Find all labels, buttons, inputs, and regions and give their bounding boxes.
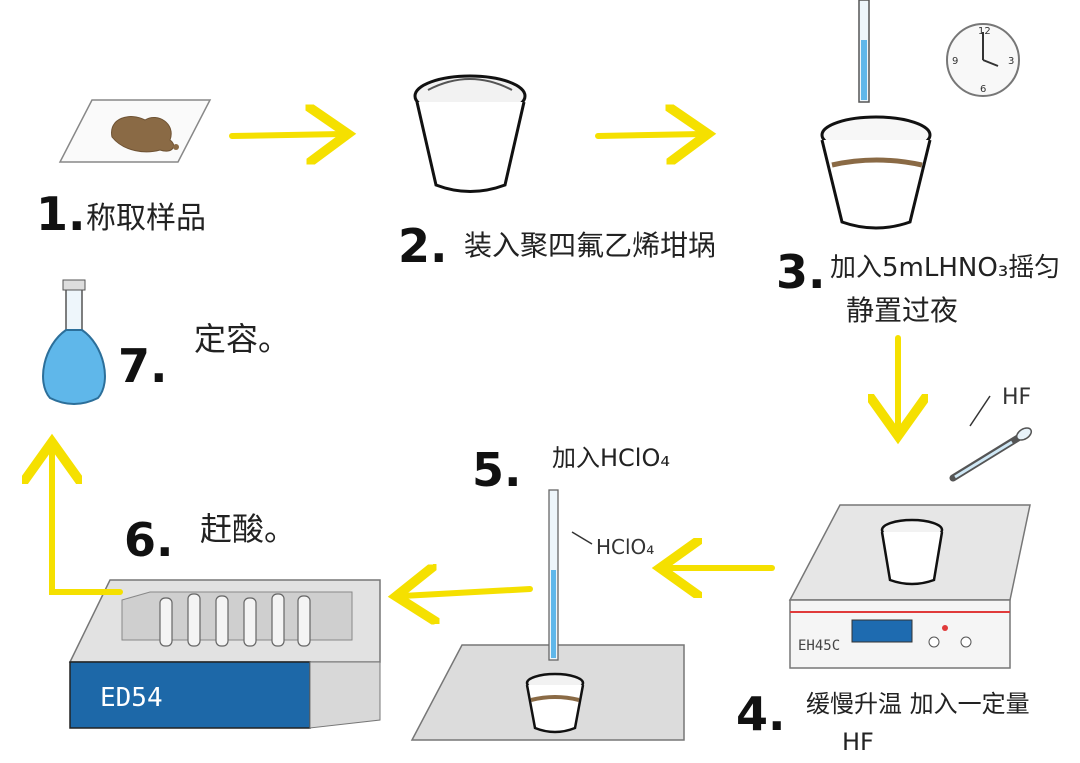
crucible-icon <box>413 74 527 193</box>
step3-label-line1: 加入5mLHNO₃摇匀 <box>830 253 1060 283</box>
step3-label-line2: 静置过夜 <box>846 294 958 327</box>
step2-number: 2. <box>398 219 447 273</box>
step3-number: 3. <box>776 245 825 299</box>
step7-label: 定容。 <box>194 320 290 358</box>
heater-block-label: ED54 <box>100 683 163 713</box>
hotplate <box>788 504 1031 669</box>
step6-number: 6. <box>124 513 173 567</box>
hclo4-annotation: HClO₄ <box>596 535 654 559</box>
hf-annotation: HF <box>1002 385 1031 410</box>
step6-label: 赶酸。 <box>200 510 296 548</box>
beaker-step3 <box>820 115 932 230</box>
step4-label-line1: 缓慢升温 加入一定量 <box>806 690 1030 718</box>
step4-number: 4. <box>736 687 785 741</box>
step2-label: 装入聚四氟乙烯坩埚 <box>464 229 716 262</box>
hotplate-display: EH45C <box>798 638 840 654</box>
clock-icon: 12 3 6 9 <box>946 23 1020 97</box>
step5-number: 5. <box>472 443 521 497</box>
flask-icon <box>42 279 106 405</box>
dropper-icon <box>949 427 1033 482</box>
step5-apparatus <box>410 489 685 741</box>
svg-text:12: 12 <box>978 26 991 37</box>
svg-text:6: 6 <box>980 84 986 95</box>
hf-pointer <box>969 395 991 427</box>
svg-text:9: 9 <box>952 56 958 67</box>
step7-number: 7. <box>118 339 167 393</box>
sample-on-paper <box>58 99 212 163</box>
heater-block: ED54 <box>68 579 381 729</box>
step1-label: 称取样品 <box>86 201 206 236</box>
hclo4-pointer <box>571 531 593 545</box>
step5-label: 加入HClO₄ <box>552 444 670 472</box>
tube-rack <box>159 593 311 647</box>
step1-number: 1. <box>36 187 85 241</box>
svg-text:3: 3 <box>1008 56 1014 67</box>
step4-label-line2: HF <box>842 728 874 756</box>
arrow-icon <box>52 134 898 596</box>
